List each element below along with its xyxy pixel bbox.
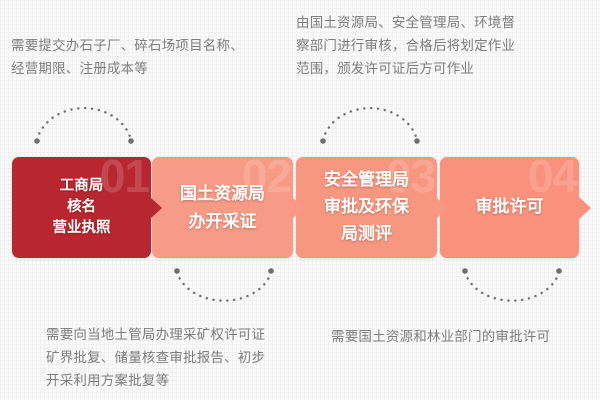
dotted-arc-down-icon	[462, 268, 562, 302]
step-2-box: 02 国土资源局 办开采证	[152, 153, 304, 258]
note-line: 需要提交办石子厂、碎石场项目名称、	[11, 38, 244, 54]
step-number: 04	[527, 150, 578, 202]
note-line: 矿界批复、储量核查审批报告、初步	[46, 350, 266, 366]
step-label-line: 营业执照	[52, 220, 111, 236]
step-label-line: 审批及环保	[324, 197, 409, 217]
note-line: 由国土资源局、安全管理局、环境督	[296, 15, 516, 31]
step-3-box: 03 安全管理局 审批及环保 局测评	[296, 153, 448, 258]
step-label: 工商局 核名 营业执照	[53, 176, 111, 239]
dotted-arc-up-icon	[320, 106, 420, 144]
step-number: 03	[385, 150, 436, 202]
step-label-line: 办开采证	[188, 211, 257, 232]
step-label-line: 审批许可	[475, 197, 544, 217]
note-line: 察部门进行审核，合格后将划定作业	[296, 38, 516, 54]
step-label: 安全管理局 审批及环保 局测评	[324, 167, 409, 248]
step2-description: 需要向当地土管局办理采矿权许可证 矿界批复、储量核查审批报告、初步 开采利用方案…	[46, 324, 265, 393]
note-line: 需要国土资源和林业部门的审批许可	[331, 329, 551, 345]
step-label-line: 工商局	[59, 178, 104, 194]
step-label-line: 国土资源局	[180, 183, 265, 204]
note-line: 开采利用方案批复等	[46, 373, 170, 389]
step-label-line: 核名	[67, 199, 96, 215]
dotted-arc-down-icon	[174, 268, 274, 302]
step-number: 01	[99, 150, 150, 202]
step4-description: 需要国土资源和林业部门的审批许可	[331, 326, 550, 349]
step-label-line: 安全管理局	[324, 170, 409, 190]
note-line: 需要向当地土管局办理采矿权许可证	[46, 327, 266, 343]
step-label: 国土资源局 办开采证	[180, 180, 265, 236]
step-1-box: 01 工商局 核名 营业执照	[12, 153, 162, 258]
step-4-box: 04 审批许可	[440, 153, 591, 258]
arrow-right-icon	[150, 197, 162, 219]
step3-description: 由国土资源局、安全管理局、环境督 察部门进行审核，合格后将划定作业 范围，颁发许…	[296, 12, 515, 81]
note-line: 范围，颁发许可证后方可作业	[296, 61, 475, 77]
step-label-line: 局测评	[341, 224, 392, 244]
arrow-right-icon	[436, 197, 448, 219]
step-label: 审批许可	[476, 194, 544, 221]
step1-description: 需要提交办石子厂、碎石场项目名称、 经营期限、注册成本等	[11, 35, 244, 81]
note-line: 经营期限、注册成本等	[11, 61, 148, 77]
dotted-arc-up-icon	[34, 106, 134, 144]
arrow-right-icon	[579, 197, 591, 219]
arrow-right-icon	[292, 197, 304, 219]
step-number: 02	[241, 150, 292, 202]
